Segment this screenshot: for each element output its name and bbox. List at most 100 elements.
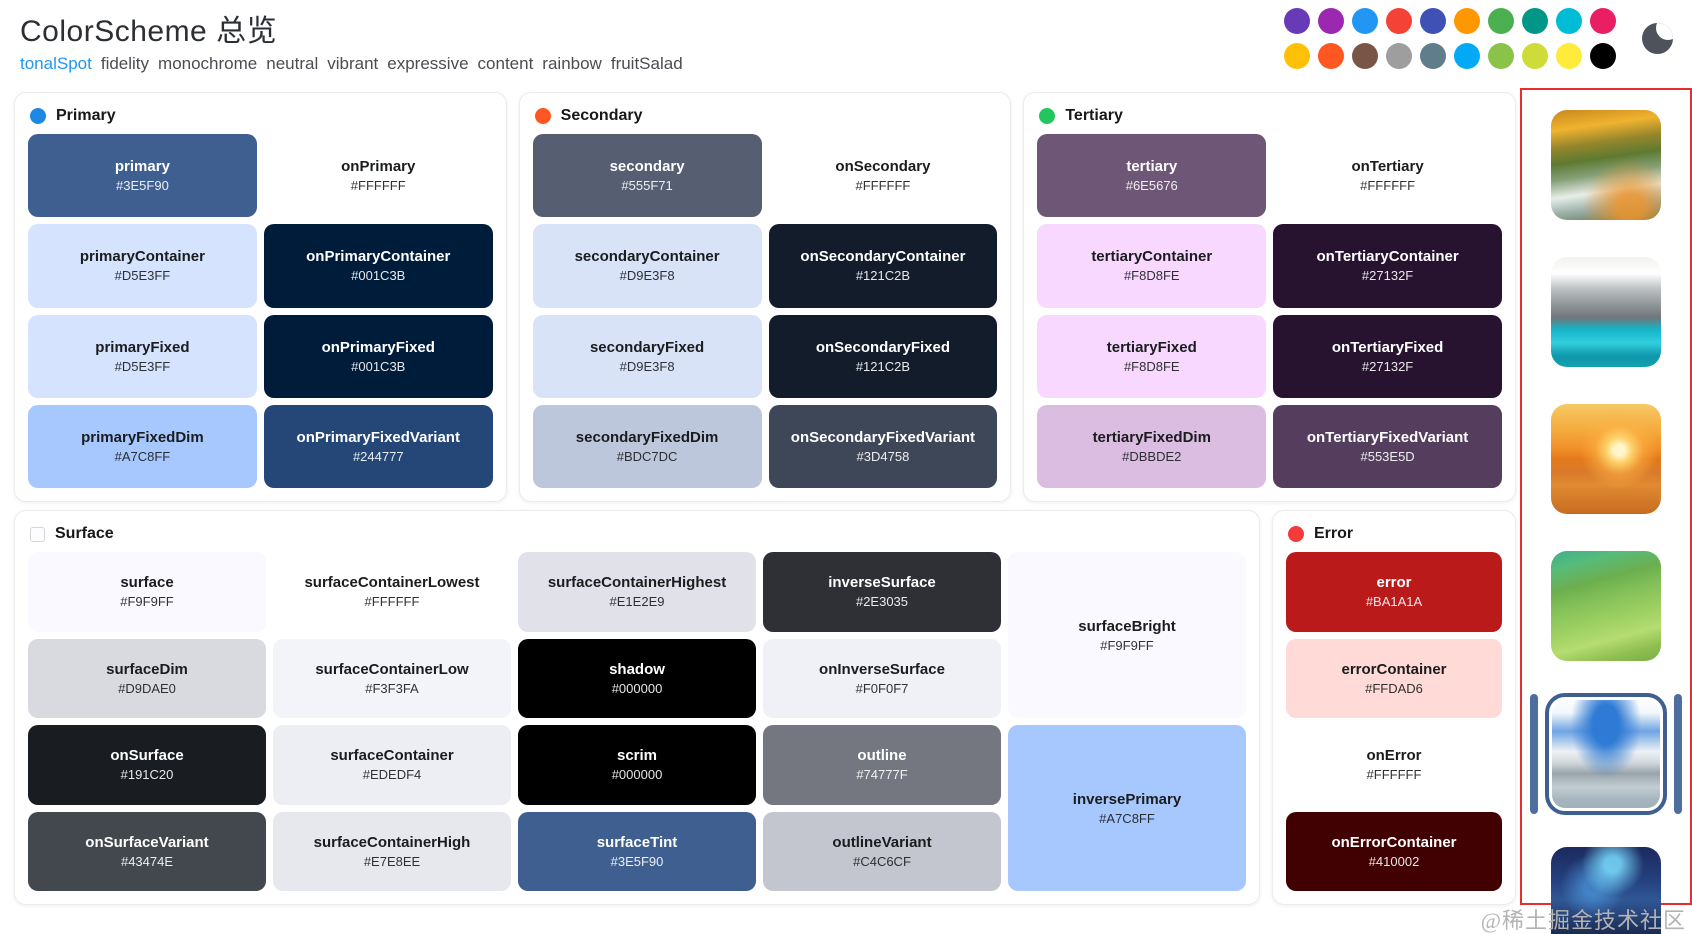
gallery-row <box>1530 842 1682 934</box>
swatch-hex: #BDC7DC <box>616 448 678 464</box>
variant-content[interactable]: content <box>477 54 534 73</box>
theme-toggle-button[interactable] <box>1640 21 1676 57</box>
seed-color-dot[interactable] <box>1556 8 1582 34</box>
variant-list: tonalSpot fidelity monochrome neutral vibran… <box>20 54 683 74</box>
seed-color-grid <box>1284 8 1616 69</box>
swatch-hex: #F3F3FA <box>365 680 419 696</box>
seed-color-dot[interactable] <box>1386 43 1412 69</box>
swatch-hex: #3E5F90 <box>610 853 664 869</box>
seed-color-dot[interactable] <box>1590 8 1616 34</box>
error-card-title: Error <box>1314 525 1354 542</box>
swatch-name: onTertiary <box>1351 158 1424 176</box>
seed-color-dot[interactable] <box>1488 43 1514 69</box>
swatch-hex: #121C2B <box>855 268 911 284</box>
seed-color-dot[interactable] <box>1590 43 1616 69</box>
surface-card-header: Surface <box>28 521 1246 547</box>
variant-expressive[interactable]: expressive <box>387 54 469 73</box>
thumbnail-green-pond-lilies[interactable] <box>1551 551 1661 661</box>
page-title: ColorScheme 总览 <box>20 15 278 48</box>
header-controls <box>1284 8 1676 69</box>
thumbnail-autumn-forest-stream[interactable] <box>1551 110 1661 220</box>
swatch-tertiaryFixed: tertiaryFixed#F8D8FE <box>1037 314 1267 398</box>
thumbnail-sunset-over-water[interactable] <box>1551 404 1661 514</box>
swatch-secondary: secondary#555F71 <box>532 134 762 218</box>
swatch-hex: #F9F9FF <box>120 594 174 610</box>
variant-vibrant[interactable]: vibrant <box>327 54 379 73</box>
swatch-name: surfaceContainerLow <box>315 660 469 678</box>
swatch-secondaryFixed: secondaryFixed#D9E3F8 <box>532 314 762 398</box>
swatch-name: primaryContainer <box>79 248 205 266</box>
seed-color-dot[interactable] <box>1284 8 1310 34</box>
swatch-secondaryContainer: secondaryContainer #D9E3F8 <box>532 224 762 308</box>
swatch-name: onPrimaryFixedVariant <box>296 428 460 446</box>
seed-color-dot[interactable] <box>1420 8 1446 34</box>
seed-color-dot[interactable] <box>1454 43 1480 69</box>
swatch-name: secondaryFixedDim <box>575 428 719 446</box>
swatch-name: secondaryContainer <box>574 248 720 266</box>
swatch-name: surfaceContainerHighest <box>547 574 727 592</box>
swatch-name: surfaceBright <box>1078 617 1176 635</box>
seed-color-dot[interactable] <box>1318 8 1344 34</box>
secondary-card-header: Secondary <box>533 103 998 129</box>
swatch-outlineVariant: outlineVariant#C4C6CF <box>763 811 1001 891</box>
seed-color-dot[interactable] <box>1352 43 1378 69</box>
swatch-name: outline <box>857 747 907 765</box>
swatch-name: onPrimaryFixed <box>321 338 435 356</box>
swatch-name: onSecondaryFixedVariant <box>790 428 976 446</box>
swatch-tertiary: tertiary#6E5676 <box>1037 134 1267 218</box>
swatch-hex: #000000 <box>611 767 663 783</box>
seed-color-dot[interactable] <box>1454 8 1480 34</box>
swatch-hex: #D9DAE0 <box>118 680 176 696</box>
seed-color-dot[interactable] <box>1420 43 1446 69</box>
variant-fruitSalad[interactable]: fruitSalad <box>610 54 683 73</box>
seed-color-dot[interactable] <box>1284 43 1310 69</box>
thumbnail-blue-sky-snow-mountain-lake[interactable] <box>1545 693 1667 815</box>
swatch-onPrimary: onPrimary#FFFFFF <box>263 134 493 218</box>
thumbnail-snow-mountain-teal-lake[interactable] <box>1551 257 1661 367</box>
swatch-name: onSecondaryContainer <box>800 248 966 266</box>
swatch-name: onErrorContainer <box>1331 833 1457 851</box>
swatch-name: tertiaryFixed <box>1106 338 1197 356</box>
swatch-hex: #244777 <box>352 448 404 464</box>
moon-icon <box>1642 22 1673 54</box>
swatch-name: primary <box>114 158 170 176</box>
swatch-hex: #410002 <box>1368 853 1420 869</box>
error-card-header: Error <box>1286 521 1502 547</box>
swatch-hex: #D9E3F8 <box>619 268 675 284</box>
swatch-name: tertiary <box>1126 158 1178 176</box>
tertiary-card-header: Tertiary <box>1037 103 1502 129</box>
variant-rainbow[interactable]: rainbow <box>542 54 602 73</box>
thumbnail-fantasy-night-mountains[interactable] <box>1551 847 1661 934</box>
swatch-hex: #D9E3F8 <box>619 358 675 374</box>
primary-card-title: Primary <box>56 107 116 124</box>
swatch-hex: #D5E3FF <box>114 268 171 284</box>
swatch-hex: #2E3035 <box>855 594 909 610</box>
swatch-hex: #FFFFFF <box>350 178 406 194</box>
swatch-hex: #553E5D <box>1360 448 1415 464</box>
swatch-secondaryFixedDim: secondaryFixedDim #BDC7DC <box>532 404 762 488</box>
seed-color-dot[interactable] <box>1522 8 1548 34</box>
swatch-surface: surface #F9F9FF <box>28 552 266 632</box>
seed-color-dot[interactable] <box>1522 43 1548 69</box>
variant-fidelity[interactable]: fidelity <box>100 54 150 73</box>
variant-neutral[interactable]: neutral <box>266 54 319 73</box>
swatch-name: surface <box>120 574 174 592</box>
seed-color-dot[interactable] <box>1352 8 1378 34</box>
swatch-hex: #3D4758 <box>856 448 910 464</box>
swatch-surfaceContainerHighest: surfaceContainerHighest#E1E2E9 <box>518 552 756 632</box>
seed-color-row-2 <box>1284 43 1616 69</box>
seed-color-dot[interactable] <box>1488 8 1514 34</box>
variant-monochrome[interactable]: monochrome <box>158 54 258 73</box>
seed-color-dot[interactable] <box>1386 8 1412 34</box>
seed-color-dot[interactable] <box>1318 43 1344 69</box>
swatch-name: onSecondary <box>835 158 931 176</box>
variant-tonalSpot[interactable]: tonalSpot <box>20 54 92 73</box>
swatch-onError: onError#FFFFFF <box>1286 725 1502 805</box>
scheme-cards-area: Primary primary #3E5F90 onPrimary#FFFFFF pri… <box>14 92 1517 905</box>
seed-color-dot[interactable] <box>1556 43 1582 69</box>
swatch-name: shadow <box>609 660 665 678</box>
swatch-name: onSurfaceVariant <box>85 833 209 851</box>
